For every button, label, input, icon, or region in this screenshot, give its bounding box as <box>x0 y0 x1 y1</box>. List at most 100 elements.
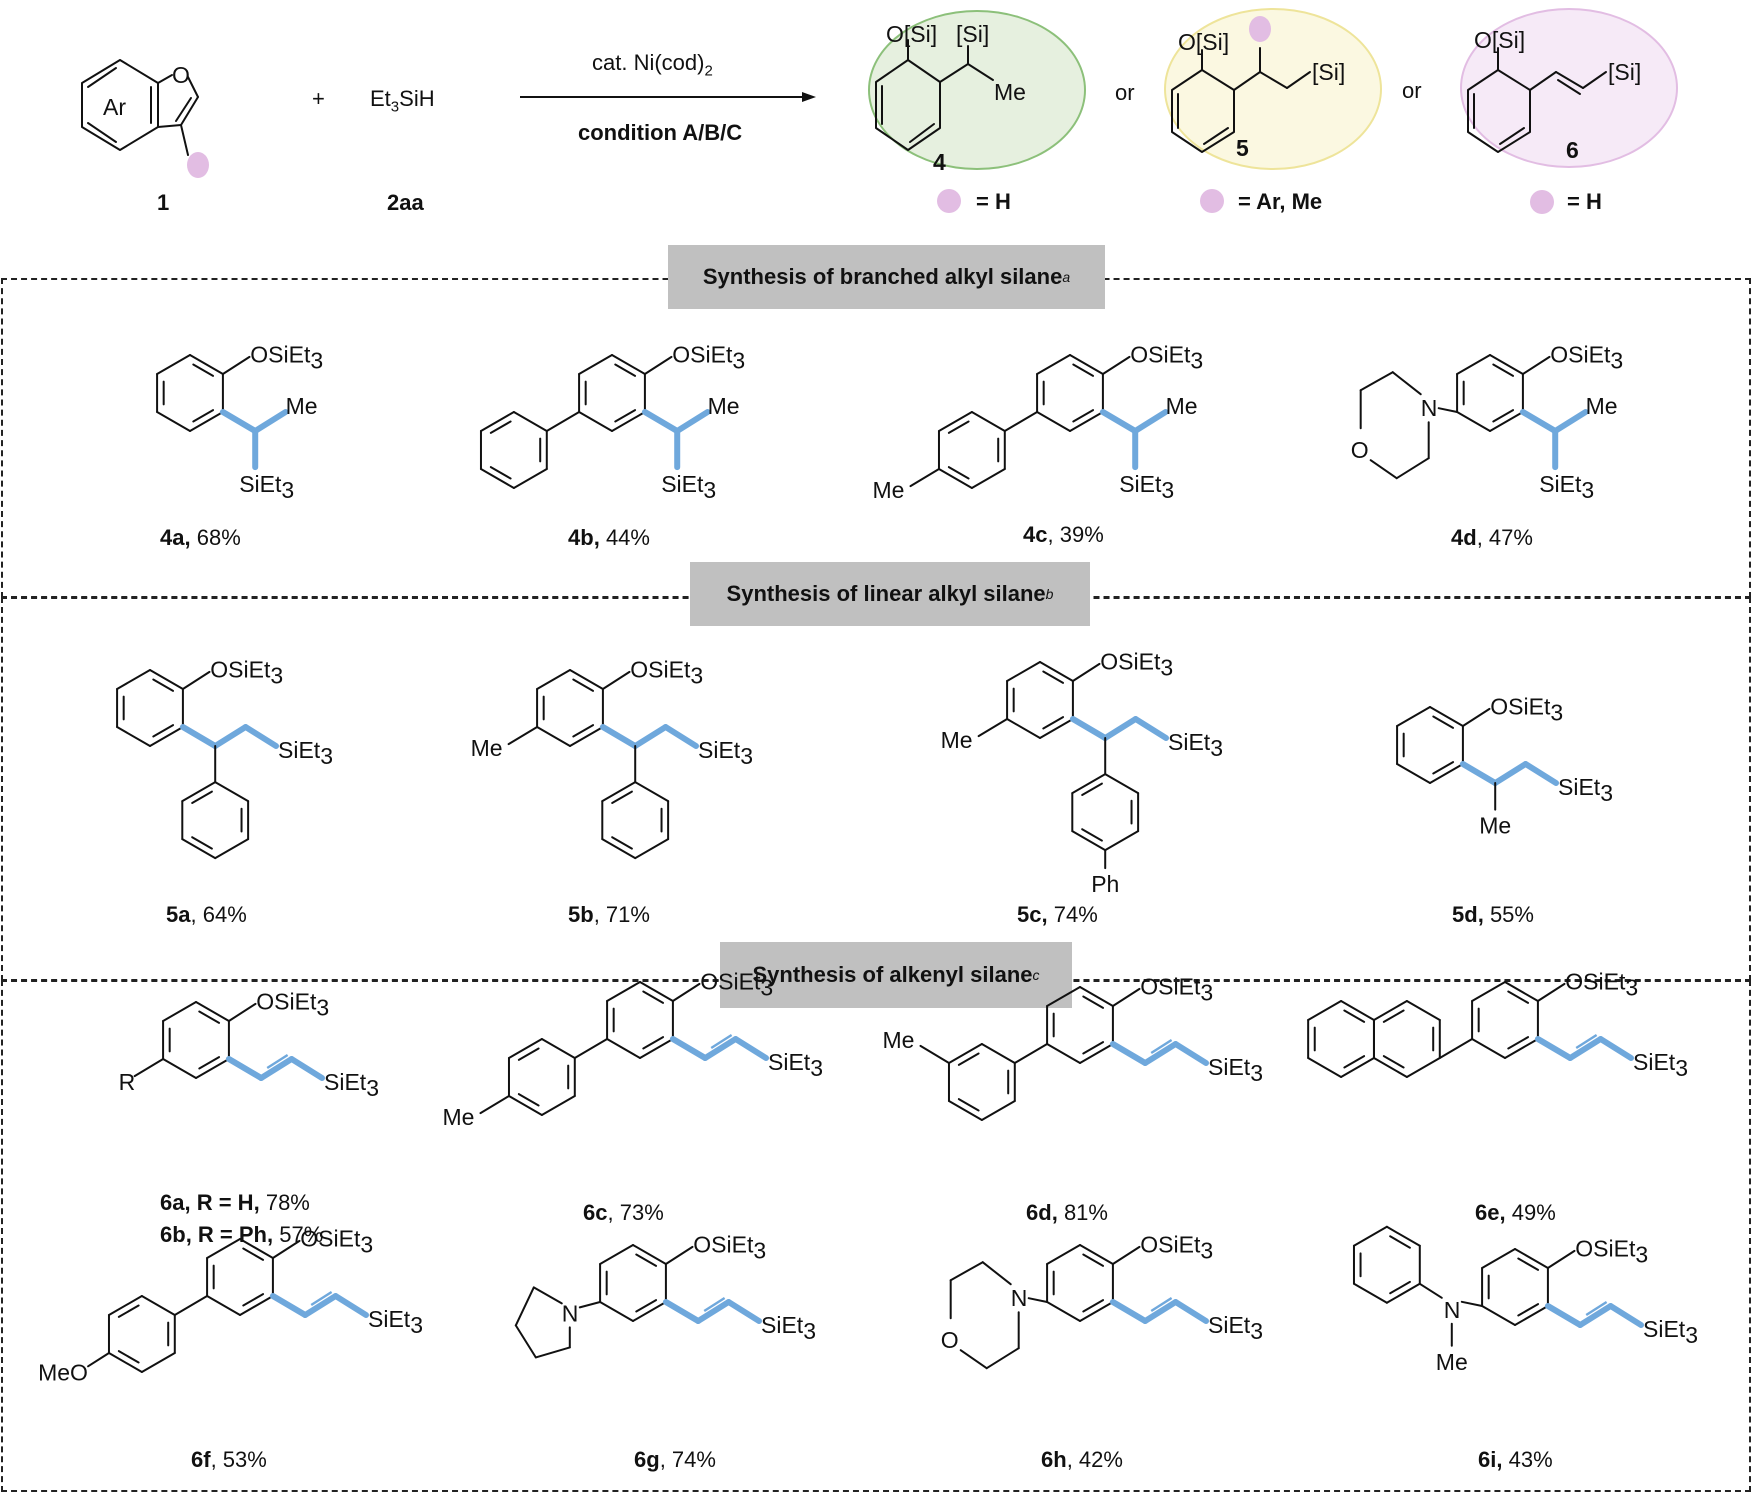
bond <box>662 1299 702 1324</box>
bond <box>269 1293 309 1318</box>
bond <box>578 1301 602 1309</box>
bond <box>632 1301 667 1322</box>
bond <box>1536 982 1566 1002</box>
bond <box>107 1352 143 1373</box>
bond <box>156 411 191 432</box>
bond <box>1432 715 1455 729</box>
bond <box>611 790 633 804</box>
legend-5: = Ar, Me <box>1238 189 1323 214</box>
bond <box>1340 1057 1375 1078</box>
bond <box>614 409 637 423</box>
bond <box>1481 1248 1516 1269</box>
bond <box>1036 411 1071 432</box>
bond <box>1307 1000 1343 1021</box>
compound-label-4b: 4b, 44% <box>568 525 650 550</box>
compound-label-6c: 6c, 73% <box>583 1200 664 1225</box>
bond <box>227 1002 257 1022</box>
footnote-mark: a <box>1062 269 1071 285</box>
bond <box>512 468 548 489</box>
bond <box>1109 1041 1149 1066</box>
bond <box>181 781 217 803</box>
bond <box>195 1001 230 1022</box>
product-6-structure: O[Si] [Si] 6 <box>1467 27 1641 163</box>
subscript: 3 <box>281 477 294 503</box>
compound-yield: 74% <box>671 1447 716 1472</box>
subscript: 3 <box>1250 1060 1263 1086</box>
bond <box>116 726 151 747</box>
bond <box>1082 1299 1105 1313</box>
bond <box>242 724 280 749</box>
product-4-label: 4 <box>933 149 946 175</box>
atom-me: Me <box>994 79 1026 105</box>
bond <box>1081 828 1103 842</box>
compound-yield: 55% <box>1489 902 1534 927</box>
bond <box>1082 995 1105 1009</box>
legend-4: = H <box>976 189 1011 214</box>
bond <box>1343 1055 1366 1069</box>
bond <box>1101 355 1131 375</box>
bond <box>507 1038 543 1059</box>
bond <box>702 1036 739 1061</box>
bond <box>536 669 571 690</box>
compound-id: 6b <box>160 1222 186 1247</box>
subscript: 3 <box>803 1318 816 1344</box>
catalyst-text: cat. Ni(cod) <box>592 50 705 75</box>
bond <box>1069 354 1104 375</box>
bond <box>532 1286 563 1305</box>
bond <box>1172 1299 1210 1324</box>
compound-yield: 57% <box>279 1222 324 1247</box>
bond <box>181 670 211 690</box>
me-label: Me <box>882 1027 914 1053</box>
bond <box>611 354 646 375</box>
bond <box>1071 773 1107 795</box>
compound-yield: 47% <box>1488 525 1533 550</box>
bond <box>219 409 259 434</box>
banner-title: Synthesis of linear alkyl silane <box>726 581 1046 606</box>
bond <box>1489 411 1524 432</box>
subscript: 3 <box>1200 980 1213 1006</box>
ph-label: Ph <box>1091 871 1119 897</box>
bond <box>732 1036 770 1061</box>
osiet3-label: OSiEt3 <box>1575 1236 1648 1268</box>
subscript: 3 <box>1160 655 1173 681</box>
bond <box>107 1295 143 1316</box>
siet3-label: SiEt3 <box>1558 774 1613 806</box>
bond <box>1385 1282 1421 1304</box>
bond <box>1429 706 1464 727</box>
subscript: 3 <box>1685 1322 1698 1348</box>
bond <box>1372 1000 1408 1021</box>
atom-si: [Si] <box>956 21 989 47</box>
bond <box>1456 411 1491 432</box>
bond <box>162 1001 197 1022</box>
n-label: N <box>562 1300 579 1326</box>
bond <box>1514 1248 1549 1269</box>
bond <box>1507 990 1530 1004</box>
bond <box>152 678 175 692</box>
subscript: 3 <box>740 743 753 769</box>
bond <box>1492 409 1515 423</box>
meo-label: MeO <box>38 1359 88 1385</box>
bond <box>198 1010 221 1024</box>
reagent-sih: SiH <box>399 86 435 111</box>
bond <box>1461 707 1491 727</box>
atom-osi: O[Si] <box>1474 27 1525 53</box>
compound-id: 5a <box>166 902 191 927</box>
reaction-arrow <box>520 92 816 102</box>
bond <box>937 468 973 489</box>
bond <box>1534 1036 1574 1061</box>
bond <box>695 1299 732 1324</box>
bond <box>1492 363 1515 377</box>
bond <box>1046 1244 1081 1265</box>
bond <box>534 1346 571 1359</box>
bond <box>1132 409 1169 434</box>
bond <box>1521 355 1551 375</box>
bond <box>1389 1235 1411 1249</box>
catalyst-label: cat. Ni(cod)2 <box>592 50 713 80</box>
bond <box>1585 1300 1608 1317</box>
bond <box>1104 830 1140 852</box>
compound-yield: 49% <box>1511 1200 1556 1225</box>
bond <box>632 1244 667 1265</box>
